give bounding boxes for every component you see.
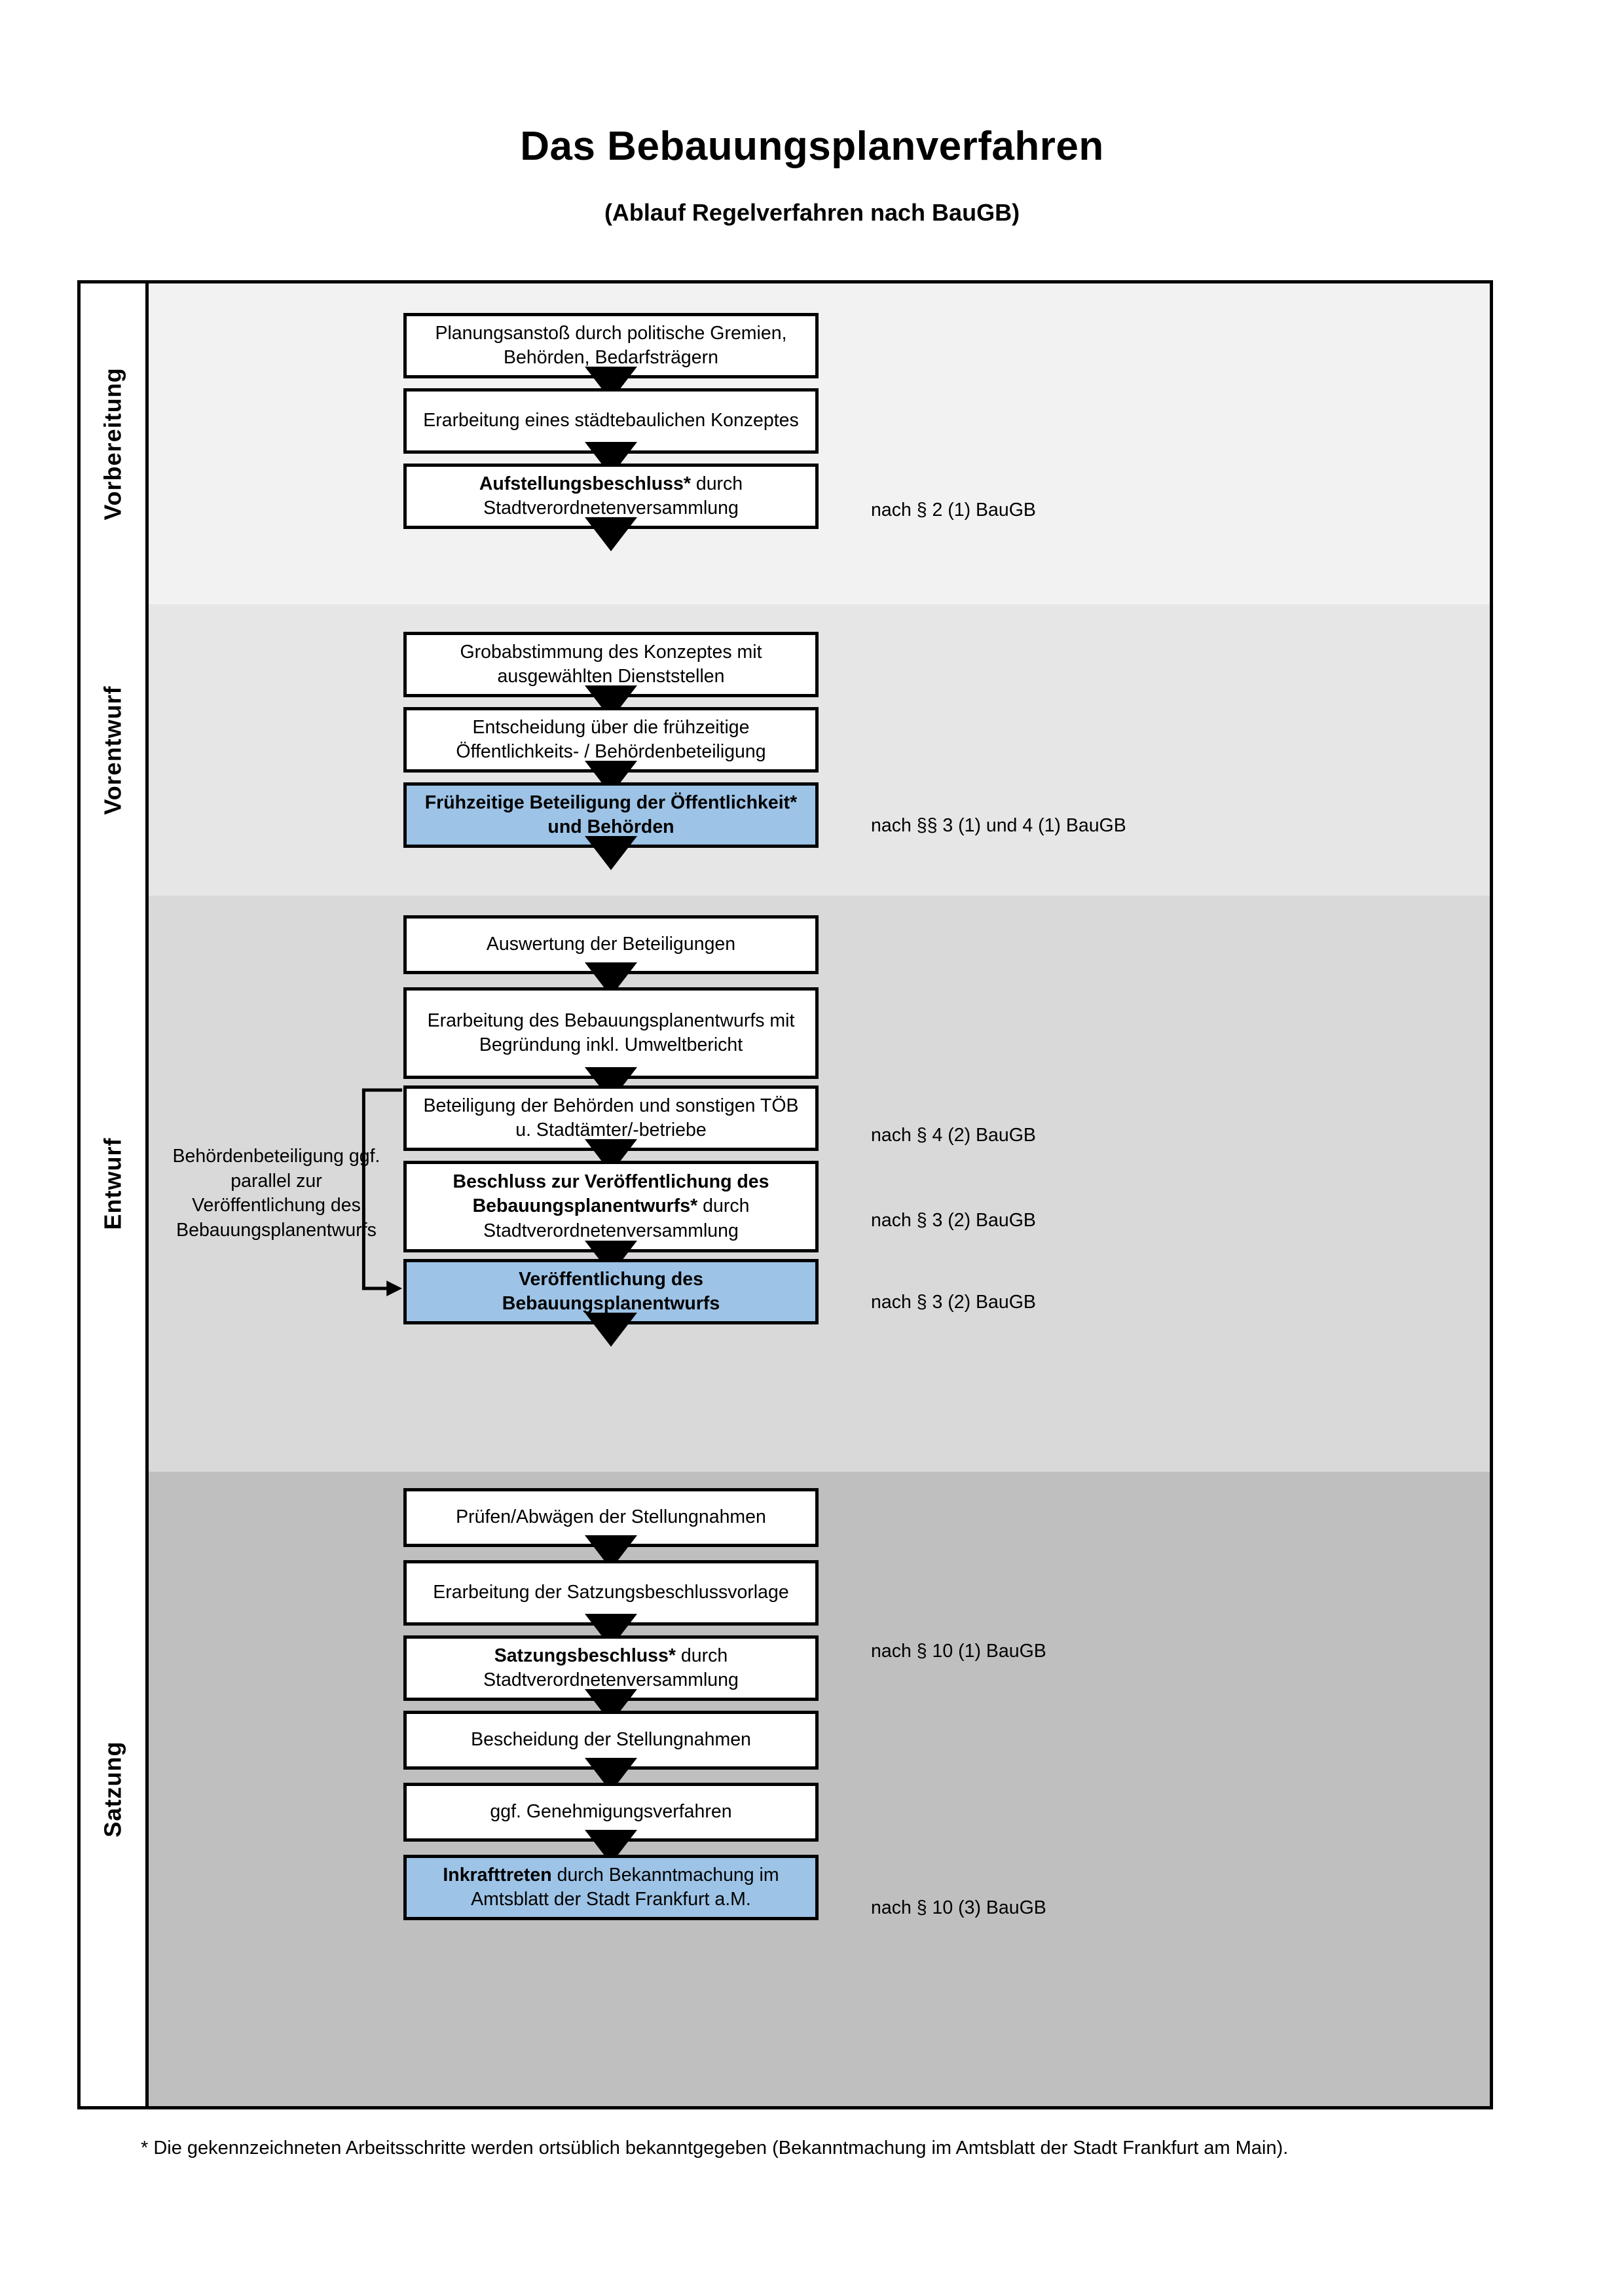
page-subtitle: (Ablauf Regelverfahren nach BauGB): [604, 199, 1020, 227]
flow-arrow-icon: [585, 1313, 637, 1347]
process-box-planungsanstoss[interactable]: Planungsanstoß durch politische Gremien,…: [403, 313, 819, 378]
process-box-label: Planungsanstoß durch politische Gremien,…: [435, 322, 787, 368]
phase-band-satzung: Satzung Prüfen/Abwägen der Stellungnahmen…: [81, 1472, 1490, 2106]
phase-body-vorbereitung: Planungsanstoß durch politische Gremien,…: [149, 283, 1490, 604]
title-block: Das Bebauungsplanverfahren (Ablauf Regel…: [0, 124, 1624, 227]
process-box-label: Erarbeitung eines städtebaulichen Konzep…: [423, 410, 799, 431]
phase-body-vorentwurf: Grobabstimmung des Konzeptes mit ausgewä…: [149, 604, 1490, 896]
process-box-label: Aufstellungsbeschluss* durch Stadtverord…: [479, 473, 743, 519]
legal-reference-ref-par3-2-b: nach § 3 (2) BauGB: [871, 1292, 1036, 1313]
process-box-label: Beschluss zur Veröffentlichung des Bebau…: [452, 1171, 769, 1241]
process-diagram: Vorbereitung Planungsanstoß durch politis…: [77, 280, 1493, 2109]
phase-band-vorbereitung: Vorbereitung Planungsanstoß durch politis…: [81, 283, 1490, 604]
footnote: * Die gekennzeichneten Arbeitsschritte w…: [141, 2138, 1289, 2159]
phase-band-entwurf: Entwurf Behördenbeteiligung ggf. parallel…: [81, 896, 1490, 1472]
phase-label-text: Vorbereitung: [99, 367, 126, 520]
process-box-satzungsbeschluss[interactable]: Satzungsbeschluss* durch Stadtverordnete…: [403, 1635, 819, 1701]
process-box-erarbeitung-entwurf[interactable]: Erarbeitung des Bebauungsplanentwurfs mi…: [403, 987, 819, 1079]
legal-reference-ref-par3-1-4-1: nach §§ 3 (1) und 4 (1) BauGB: [871, 815, 1126, 836]
process-box-label: Entscheidung über die frühzeitige Öffent…: [456, 716, 766, 762]
process-box-beschluss-veroeffentlichung[interactable]: Beschluss zur Veröffentlichung des Bebau…: [403, 1161, 819, 1252]
process-box-label: Inkrafttreten durch Bekanntmachung im Am…: [443, 1864, 779, 1910]
side-note-behoerdenbeteiligung: Behördenbeteiligung ggf. parallel zur Ve…: [172, 1146, 380, 1241]
phase-label-text: Satzung: [99, 1741, 126, 1837]
process-box-label: Erarbeitung des Bebauungsplanentwurfs mi…: [427, 1010, 795, 1055]
phase-label-text: Entwurf: [99, 1137, 126, 1230]
process-box-label: Erarbeitung der Satzungsbeschlussvorlage: [433, 1582, 789, 1603]
process-box-label: Bescheidung der Stellungnahmen: [471, 1729, 751, 1751]
legal-reference-ref-par4-2: nach § 4 (2) BauGB: [871, 1125, 1036, 1146]
flow-arrow-icon: [585, 517, 637, 551]
legal-reference-ref-par10-3: nach § 10 (3) BauGB: [871, 1897, 1046, 1918]
phase-label-vorbereitung: Vorbereitung: [81, 283, 149, 604]
process-box-aufstellungsbeschluss[interactable]: Aufstellungsbeschluss* durch Stadtverord…: [403, 464, 819, 529]
phase-label-vorentwurf: Vorentwurf: [81, 604, 149, 896]
process-box-konzept[interactable]: Erarbeitung eines städtebaulichen Konzep…: [403, 388, 819, 454]
legal-reference-ref-par3-2-a: nach § 3 (2) BauGB: [871, 1210, 1036, 1231]
phase-band-vorentwurf: Vorentwurf Grobabstimmung des Konzeptes m…: [81, 604, 1490, 896]
process-box-fruehzeitige-beteiligung[interactable]: Frühzeitige Beteiligung der Öffentlichke…: [403, 782, 819, 848]
phase-label-satzung: Satzung: [81, 1472, 149, 2106]
process-box-label: Beteiligung der Behörden und sonstigen T…: [423, 1095, 799, 1140]
page-title: Das Bebauungsplanverfahren: [520, 124, 1104, 169]
legal-reference-ref-par2-1: nach § 2 (1) BauGB: [871, 500, 1036, 520]
process-box-label: Auswertung der Beteiligungen: [486, 934, 736, 955]
process-box-label: Prüfen/Abwägen der Stellungnahmen: [456, 1506, 766, 1528]
phase-body-entwurf: Behördenbeteiligung ggf. parallel zur Ve…: [149, 896, 1490, 1472]
flow-arrow-icon: [585, 836, 637, 870]
process-box-inkrafttreten[interactable]: Inkrafttreten durch Bekanntmachung im Am…: [403, 1855, 819, 1920]
process-box-label: Frühzeitige Beteiligung der Öffentlichke…: [424, 792, 798, 837]
phase-label-text: Vorentwurf: [99, 685, 126, 815]
process-box-label: Grobabstimmung des Konzeptes mit ausgewä…: [460, 641, 762, 687]
process-box-label: Veröffentlichung des Bebauungsplanentwur…: [502, 1268, 720, 1314]
phase-label-entwurf: Entwurf: [81, 896, 149, 1472]
process-box-label: Satzungsbeschluss* durch Stadtverordnete…: [483, 1645, 739, 1690]
legal-reference-ref-par10-1: nach § 10 (1) BauGB: [871, 1641, 1046, 1662]
process-box-label: ggf. Genehmigungsverfahren: [490, 1801, 732, 1823]
